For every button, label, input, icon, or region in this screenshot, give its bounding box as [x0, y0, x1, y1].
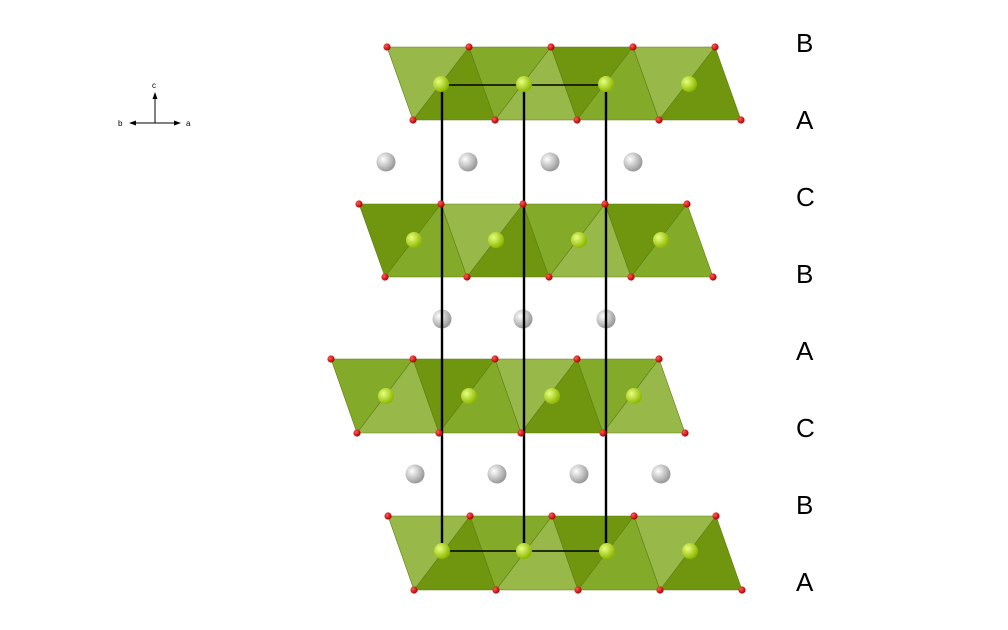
metal-atom: [378, 388, 394, 404]
b-axis-label: b: [118, 119, 123, 128]
c-axis-label: c: [152, 81, 156, 90]
oxygen-atom: [383, 43, 391, 51]
stacking-label: A: [796, 105, 814, 135]
metal-atom: [599, 543, 615, 559]
stacking-label: C: [796, 182, 815, 212]
oxygen-atom: [384, 512, 392, 520]
oxygen-atom: [627, 273, 635, 281]
oxygen-atom: [738, 586, 746, 594]
metal-atom: [682, 543, 698, 559]
oxygen-atom: [655, 116, 663, 124]
oxygen-atom: [492, 586, 500, 594]
octahedral-layer: [330, 358, 686, 434]
metal-atom: [598, 76, 614, 92]
oxygen-atom: [353, 429, 361, 437]
metal-atom: [433, 76, 449, 92]
oxygen-atom: [519, 200, 527, 208]
oxygen-atom: [327, 355, 335, 363]
metal-atom: [653, 232, 669, 248]
oxygen-atom: [599, 429, 607, 437]
c-arrowhead: [152, 92, 158, 99]
oxygen-atom: [601, 200, 609, 208]
octahedral-layer: [387, 515, 743, 591]
metal-atom: [488, 232, 504, 248]
oxygen-atom: [466, 512, 474, 520]
oxygen-atom: [574, 586, 582, 594]
metal-atom: [406, 232, 422, 248]
oxygen-atom: [681, 429, 689, 437]
stacking-sequence: B A C B A C B A: [796, 28, 815, 597]
interlayer-cation: [651, 464, 671, 484]
oxygen-atom: [381, 273, 389, 281]
interlayer-cation: [405, 464, 425, 484]
oxygen-atom: [435, 429, 443, 437]
oxygen-atom: [491, 116, 499, 124]
interlayer-cation: [487, 464, 507, 484]
metal-atom: [626, 388, 642, 404]
oxygen-atom: [737, 116, 745, 124]
framework-atoms: [327, 43, 746, 594]
oxygen-atom: [630, 512, 638, 520]
oxygen-atom: [548, 512, 556, 520]
oxygen-atom: [547, 43, 555, 51]
oxygen-atom: [409, 355, 417, 363]
oxygen-atom: [437, 200, 445, 208]
oxygen-atom: [683, 200, 691, 208]
metal-atom: [516, 76, 532, 92]
oxygen-atom: [465, 43, 473, 51]
axis-indicator: c b a: [118, 81, 191, 128]
oxygen-atom: [517, 429, 525, 437]
interlayer-cation: [540, 152, 560, 172]
interlayer-cation: [623, 152, 643, 172]
metal-atom: [516, 543, 532, 559]
a-axis-label: a: [186, 119, 191, 128]
metal-atom: [434, 543, 450, 559]
oxygen-atom: [410, 586, 418, 594]
oxygen-atom: [491, 355, 499, 363]
oxygen-atom: [545, 273, 553, 281]
a-arrowhead: [174, 120, 181, 126]
b-arrowhead: [129, 120, 136, 126]
oxygen-atom: [463, 273, 471, 281]
stacking-label: B: [796, 28, 813, 58]
oxygen-atom: [409, 116, 417, 124]
oxygen-atom: [629, 43, 637, 51]
oxygen-atom: [712, 512, 720, 520]
interlayer-cation: [569, 464, 589, 484]
interlayer-cation: [458, 152, 478, 172]
metal-atom: [571, 232, 587, 248]
oxygen-atom: [573, 355, 581, 363]
metal-atom: [461, 388, 477, 404]
octahedral-layer: [358, 203, 714, 278]
stacking-label: A: [796, 567, 814, 597]
oxygen-atom: [656, 586, 664, 594]
stacking-label: B: [796, 259, 813, 289]
stacking-label: C: [796, 413, 815, 443]
octahedral-layer: [386, 46, 742, 121]
oxygen-atom: [573, 116, 581, 124]
oxygen-atom: [655, 355, 663, 363]
metal-atom: [681, 76, 697, 92]
octahedral-layers: [330, 46, 743, 591]
oxygen-atom: [709, 273, 717, 281]
oxygen-atom: [711, 43, 719, 51]
interlayer-atoms: [376, 152, 671, 484]
interlayer-cation: [376, 152, 396, 172]
stacking-label: A: [796, 336, 814, 366]
metal-atom: [544, 388, 560, 404]
stacking-label: B: [796, 490, 813, 520]
oxygen-atom: [355, 200, 363, 208]
